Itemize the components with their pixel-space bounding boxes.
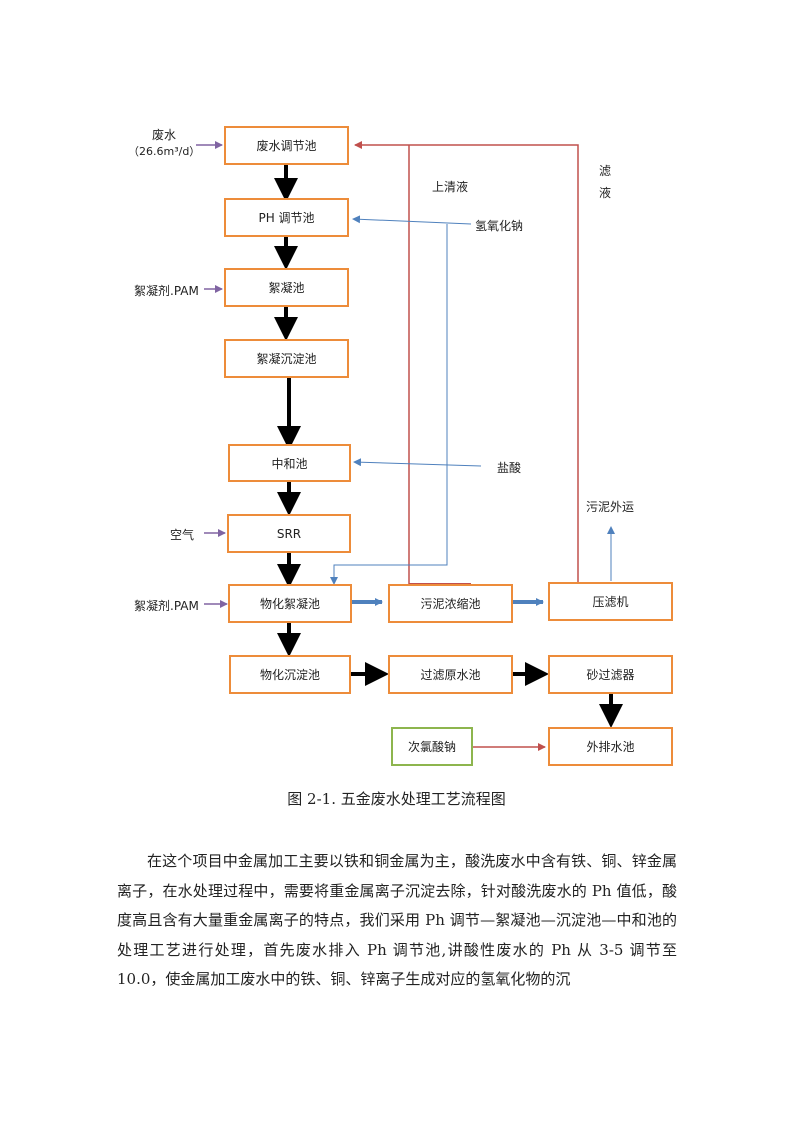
label-flocculant-pam-2: 絮凝剂.PAM (134, 599, 199, 613)
input-arrows (196, 141, 228, 608)
box-sand-filter: 砂过滤器 (548, 655, 673, 694)
box-wastewater-regulating-tank: 废水调节池 (224, 126, 349, 165)
label-wastewater: 废水 (152, 128, 177, 142)
label-supernatant: 上清液 (432, 180, 469, 194)
figure-caption: 图 2-1. 五金废水处理工艺流程图 (287, 790, 506, 808)
box-neutralization-tank: 中和池 (228, 444, 351, 482)
box-physicochemical-sedimentation-tank: 物化沉淀池 (229, 655, 351, 694)
label-flocculant-pam-1: 絮凝剂.PAM (134, 284, 199, 298)
box-physicochemical-flocculation-tank: 物化絮凝池 (228, 584, 352, 623)
naoh-line-to-b7 (330, 224, 448, 585)
paragraph-text: 在这个项目中金属加工主要以铁和铜金属为主，酸洗废水中含有铁、铜、锌金属离子，在水… (117, 852, 677, 988)
label-air: 空气 (170, 528, 195, 542)
box-sludge-thickener: 污泥浓缩池 (388, 584, 513, 623)
label-hydrochloric-acid: 盐酸 (497, 461, 522, 475)
label-sodium-hydroxide: 氢氧化钠 (475, 219, 524, 233)
hcl-line-to-b5 (353, 458, 482, 467)
dosing-lines (330, 215, 615, 585)
box-srr: SRR (227, 514, 351, 553)
box-sodium-hypochlorite: 次氯酸钠 (391, 727, 473, 766)
box-filter-raw-water-tank: 过滤原水池 (388, 655, 513, 694)
label-filtrate: 滤液 (598, 164, 611, 200)
filtrate-return-line (354, 141, 579, 582)
box-ph-adjustment-tank: PH 调节池 (224, 198, 349, 237)
process-flow-diagram (196, 141, 623, 751)
body-paragraph: 在这个项目中金属加工主要以铁和铜金属为主，酸洗废水中含有铁、铜、锌金属离子，在水… (117, 847, 677, 995)
box-flocculation-tank: 絮凝池 (224, 268, 349, 307)
naoh-line-to-b2 (352, 215, 472, 225)
box-discharge-tank: 外排水池 (548, 727, 673, 766)
label-sludge-transport: 污泥外运 (586, 500, 635, 514)
box-filter-press: 压滤机 (548, 582, 673, 621)
main-flow-arrows (274, 164, 623, 728)
box-flocculation-sedimentation-tank: 絮凝沉淀池 (224, 339, 349, 378)
label-flow-rate: （26.6m³/d） (128, 145, 201, 158)
